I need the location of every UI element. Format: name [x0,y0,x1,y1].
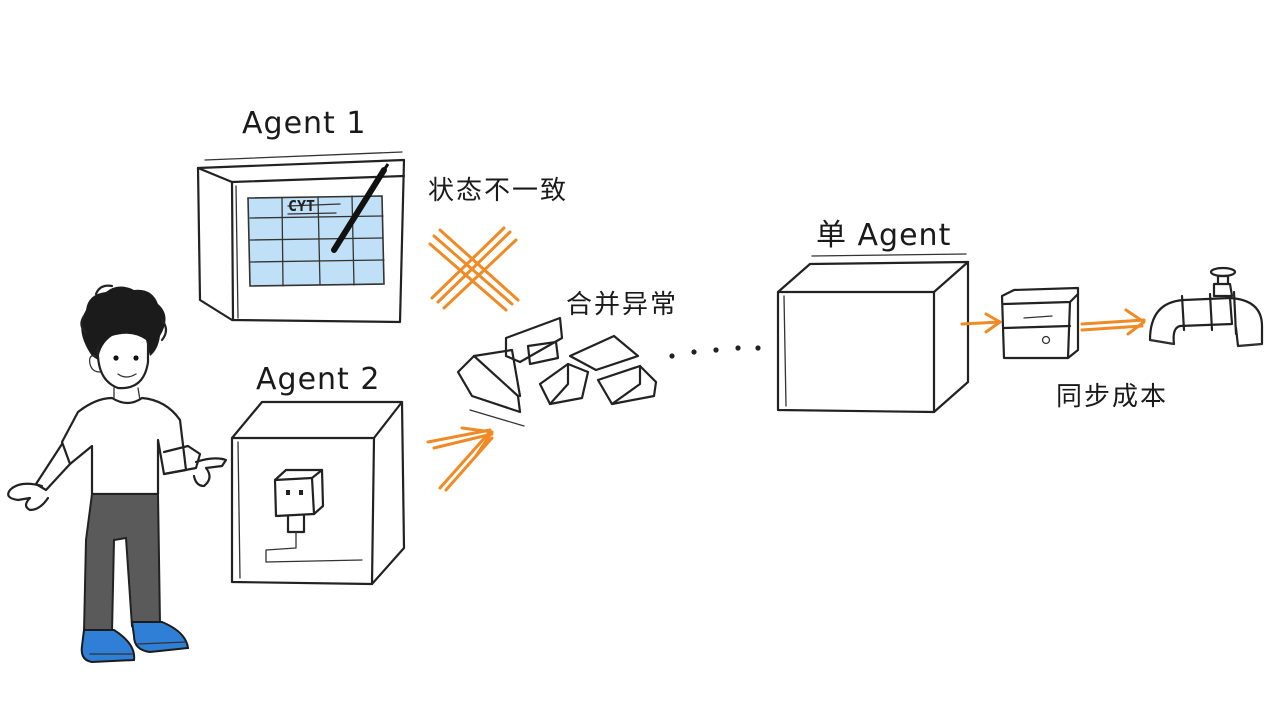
pen-icon [331,163,390,253]
pipe-valve-icon [1148,266,1264,348]
hair [80,284,168,360]
agent1-box [196,151,406,324]
pants [82,493,162,633]
single-agent-label: 单 Agent [816,218,952,253]
spreadsheet-icon [247,195,385,287]
sync-arrow-1 [960,312,1002,334]
person [7,284,228,664]
device-icon [265,468,363,563]
cube-icon [776,253,970,414]
shoes [80,621,190,664]
state-inconsistent-label: 状态不一致 [428,176,569,206]
face [88,340,150,401]
sync-arrow-2 [1080,308,1146,336]
shirt [60,396,188,496]
x-cross-icon [428,226,520,312]
sheet-text: CYT [288,197,316,215]
dotted-connector [669,345,761,359]
sync-cost-label: 同步成本 [1056,382,1169,412]
merge-exception-label: 合并异常 [566,290,679,320]
arms [7,442,228,512]
agent2-label: Agent 2 [256,362,381,397]
drawer-icon [1000,286,1080,360]
merge-arrow [426,426,494,492]
agent2-box [230,400,406,586]
broken-pieces-icon [456,316,658,427]
agent1-label: Agent 1 [242,106,367,141]
